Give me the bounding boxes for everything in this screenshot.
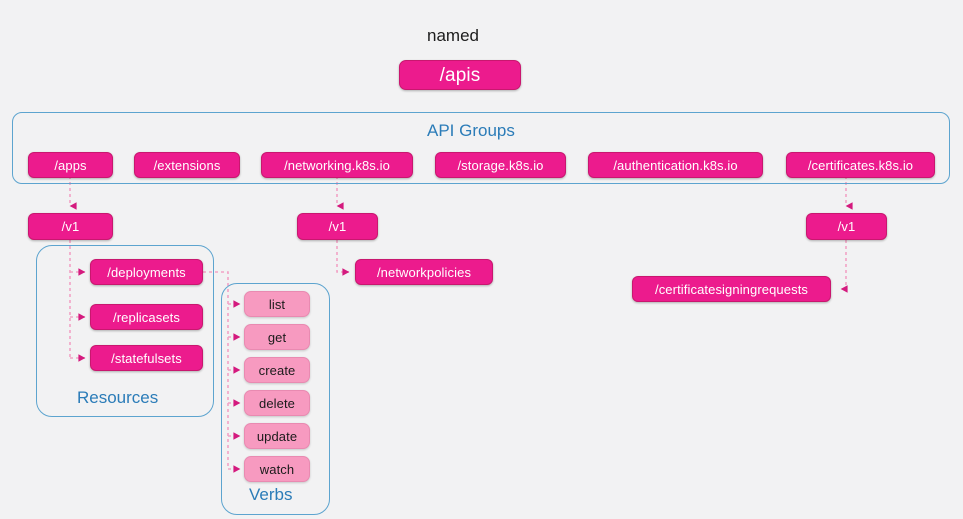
node-verb-create[interactable]: create: [244, 357, 310, 383]
node-api-group-certificates[interactable]: /certificates.k8s.io: [786, 152, 935, 178]
node-api-group-authentication[interactable]: /authentication.k8s.io: [588, 152, 763, 178]
node-resource-certificatesigningrequests[interactable]: /certificatesigningrequests: [632, 276, 831, 302]
node-api-group-storage[interactable]: /storage.k8s.io: [435, 152, 566, 178]
node-version-apps-v1[interactable]: /v1: [28, 213, 113, 240]
page-title: named: [427, 26, 479, 45]
resources-label: Resources: [77, 388, 159, 407]
node-verb-delete[interactable]: delete: [244, 390, 310, 416]
node-apis[interactable]: /apis: [399, 60, 521, 90]
node-verb-list[interactable]: list: [244, 291, 310, 317]
node-verb-get[interactable]: get: [244, 324, 310, 350]
resources-container: [36, 245, 214, 417]
connector-v1-to-csr: [840, 240, 848, 293]
node-api-group-networking[interactable]: /networking.k8s.io: [261, 152, 413, 178]
node-version-certificates-v1[interactable]: /v1: [806, 213, 887, 240]
connector-v1-to-networkpolicies: [336, 240, 350, 276]
api-groups-container: [12, 112, 950, 184]
node-resource-replicasets[interactable]: /replicasets: [90, 304, 203, 330]
node-resource-networkpolicies[interactable]: /networkpolicies: [355, 259, 493, 285]
node-resource-deployments[interactable]: /deployments: [90, 259, 203, 285]
node-version-networking-v1[interactable]: /v1: [297, 213, 378, 240]
node-api-group-apps[interactable]: /apps: [28, 152, 113, 178]
verbs-label: Verbs: [249, 485, 293, 504]
api-groups-label: API Groups: [427, 121, 515, 140]
node-api-group-extensions[interactable]: /extensions: [134, 152, 240, 178]
verbs-container: [221, 283, 330, 515]
node-verb-watch[interactable]: watch: [244, 456, 310, 482]
node-resource-statefulsets[interactable]: /statefulsets: [90, 345, 203, 371]
node-verb-update[interactable]: update: [244, 423, 310, 449]
